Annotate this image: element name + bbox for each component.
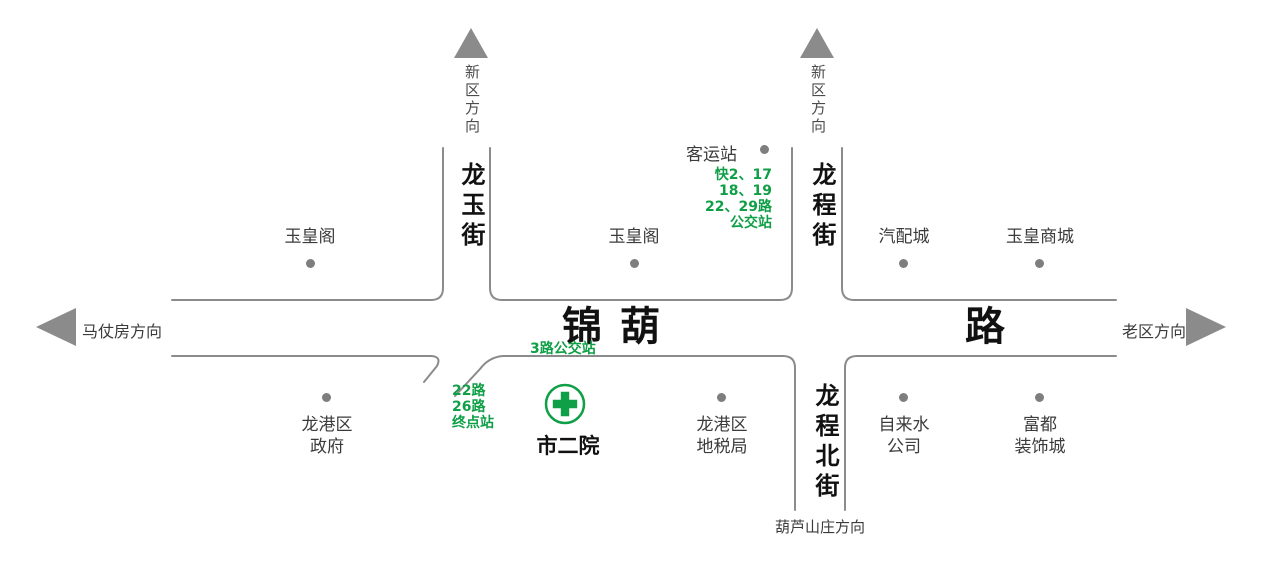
direction-label-east: 老区方向: [1122, 322, 1187, 341]
place-qipeicheng: 汽配城: [878, 227, 930, 247]
bus-route-line: 22、29路: [705, 199, 772, 215]
place-label-line: 地税局: [696, 437, 748, 457]
place-district-gov: 龙港区 政府: [277, 414, 377, 458]
place-label-line: 政府: [310, 437, 344, 457]
place-label-line: 龙港区: [696, 415, 748, 435]
road-char-jin: 锦: [562, 304, 602, 350]
road-edge: [489, 147, 793, 301]
place-label-line: 自来水: [878, 415, 930, 435]
place-yuhuang-mall: 玉皇商城: [1006, 227, 1074, 247]
road-char-lu: 路: [965, 304, 1005, 350]
hospital-name: 市二院: [536, 434, 600, 458]
place-tax-bureau: 龙港区 地税局: [672, 414, 772, 458]
hospital-logo-icon: [544, 383, 586, 425]
place-water-company-dot: [899, 393, 908, 402]
place-tax-bureau-dot: [717, 393, 726, 402]
bus-station-routes: 快2、17 18、19 22、29路 公交站: [690, 167, 772, 231]
bus-route-line: 18、19: [719, 183, 772, 199]
street-name-longcheng-north: 龙程北街: [811, 383, 839, 503]
place-water-company: 自来水 公司: [854, 414, 954, 458]
street-name-longyu: 龙玉街: [457, 162, 485, 252]
bus-terminal-line: 26路: [452, 399, 486, 415]
bus-route-3-label: 3路公交站: [530, 341, 596, 357]
arrow-up-left-icon: [454, 28, 488, 58]
direction-label-north-left: 新区方向: [463, 64, 481, 136]
place-yuhuangge-west: 玉皇阁: [284, 227, 336, 247]
bus-terminal-label: 22路 26路 终点站: [452, 383, 494, 431]
bus-route-line: 公交站: [730, 215, 772, 231]
place-passenger-station-dot: [760, 145, 769, 154]
place-yuhuang-mall-dot: [1035, 259, 1044, 268]
arrow-right-icon: [1186, 308, 1226, 346]
place-district-gov-dot: [322, 393, 331, 402]
place-yuhuangge-center: 玉皇阁: [608, 227, 660, 247]
bus-terminal-line: 22路: [452, 383, 486, 399]
road-edge: [171, 355, 440, 383]
arrow-left-icon: [36, 308, 76, 346]
place-fudu-mall: 富都 装饰城: [990, 414, 1090, 458]
place-label-line: 富都: [1023, 415, 1057, 435]
place-qipeicheng-dot: [899, 259, 908, 268]
place-passenger-station: 客运站: [686, 145, 737, 165]
road-char-hu: 葫: [620, 304, 660, 350]
place-yuhuangge-center-dot: [630, 259, 639, 268]
street-name-longcheng: 龙程街: [808, 162, 836, 252]
arrow-up-right-icon: [800, 28, 834, 58]
place-yuhuangge-west-dot: [306, 259, 315, 268]
direction-label-north-right: 新区方向: [809, 64, 827, 136]
road-edge: [841, 147, 1117, 301]
road-edge: [171, 147, 444, 301]
direction-label-west: 马仗房方向: [82, 322, 163, 341]
place-label-line: 装饰城: [1014, 437, 1066, 457]
road-edge: [454, 355, 796, 511]
direction-label-south: 葫芦山庄方向: [774, 518, 865, 536]
place-fudu-mall-dot: [1035, 393, 1044, 402]
bus-route-line: 快2、17: [714, 167, 772, 183]
place-label-line: 龙港区: [301, 415, 353, 435]
bus-terminal-line: 终点站: [452, 415, 494, 431]
place-label-line: 公司: [887, 437, 921, 457]
road-edge: [844, 355, 1117, 511]
